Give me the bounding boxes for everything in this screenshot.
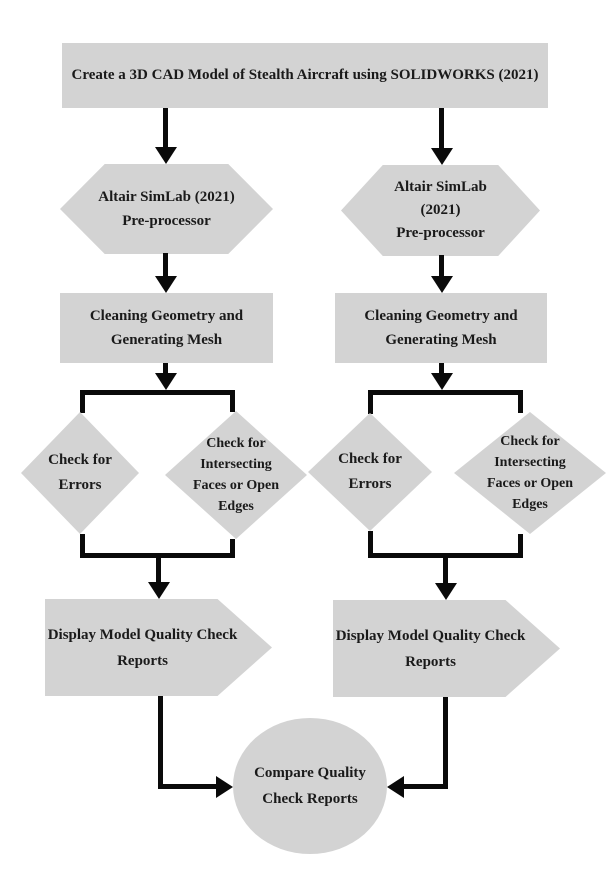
node-label-line: Check for — [500, 434, 560, 449]
node-label-line: Generating Mesh — [385, 332, 497, 348]
node-label-line: Check for — [338, 451, 402, 467]
node-label-line: Generating Mesh — [110, 332, 223, 348]
node-label-line: Display Model Quality Check — [47, 626, 238, 643]
connector-line — [368, 553, 523, 558]
connector-line — [518, 534, 523, 558]
node-check-errors-left: Check for Errors — [21, 412, 139, 534]
arrowhead-right-icon — [216, 776, 233, 798]
node-preprocessor-right: Altair SimLab (2021) Pre-processor — [341, 165, 540, 256]
connector-line — [163, 108, 168, 147]
node-compare-reports: Compare Quality Check Reports — [233, 718, 387, 854]
node-label-line: Compare Quality — [254, 765, 366, 781]
connector-line — [368, 531, 373, 558]
connector-line — [439, 363, 444, 374]
node-label-line: Edges — [218, 499, 254, 514]
arrowhead-left-icon — [387, 776, 404, 798]
node-label-line: Altair SimLab — [394, 179, 487, 195]
connector-line — [163, 363, 168, 374]
node-label-line: Reports — [117, 652, 168, 669]
arrowhead-down-icon — [431, 276, 453, 293]
connector-line — [156, 556, 161, 583]
node-check-faces-left: Check for Intersecting Faces or Open Edg… — [165, 411, 307, 539]
node-label-line: Intersecting — [494, 455, 566, 470]
node-mesh-right: Cleaning Geometry and Generating Mesh — [335, 293, 547, 363]
node-display-reports-left: Display Model Quality Check Reports — [45, 599, 272, 696]
node-label-line: Check for — [48, 452, 112, 468]
node-label-line: Reports — [405, 653, 456, 670]
node-label-line: Cleaning Geometry and — [364, 308, 518, 324]
connector-line — [368, 390, 523, 395]
arrowhead-down-icon — [155, 276, 177, 293]
node-preprocessor-left: Altair SimLab (2021) Pre-processor — [60, 164, 273, 254]
connector-line — [158, 784, 218, 789]
connector-line — [230, 390, 235, 412]
connector-line — [439, 255, 444, 276]
connector-line — [80, 390, 235, 395]
node-label-line: Check for — [206, 436, 266, 451]
connector-line — [518, 390, 523, 413]
connector-line — [80, 553, 235, 558]
node-label-line: Errors — [348, 476, 392, 492]
node-label-line: Create a 3D CAD Model of Stealth Aircraf… — [71, 67, 539, 83]
arrowhead-down-icon — [431, 373, 453, 390]
connector-line — [404, 784, 448, 789]
node-label-line: Pre-processor — [122, 213, 211, 229]
connector-line — [230, 539, 235, 558]
node-check-faces-right: Check for Intersecting Faces or Open Edg… — [454, 412, 606, 534]
arrowhead-down-icon — [148, 582, 170, 599]
connector-line — [80, 534, 85, 558]
node-display-reports-right: Display Model Quality Check Reports — [333, 600, 560, 697]
arrowhead-down-icon — [431, 148, 453, 165]
node-label-line: Display Model Quality Check — [335, 627, 526, 644]
connector-line — [80, 390, 85, 413]
node-mesh-left: Cleaning Geometry and Generating Mesh — [60, 293, 273, 363]
node-label-line: Faces or Open — [486, 476, 574, 491]
arrowhead-down-icon — [435, 583, 457, 600]
node-label-line: Edges — [512, 497, 548, 512]
node-label-line: Pre-processor — [396, 225, 485, 241]
node-label-line: Errors — [58, 477, 102, 493]
node-label-line: Check Reports — [262, 791, 358, 807]
connector-line — [158, 696, 163, 789]
connector-line — [443, 556, 448, 583]
node-create-cad-model: Create a 3D CAD Model of Stealth Aircraf… — [62, 43, 548, 108]
node-label-line: Intersecting — [200, 457, 272, 472]
node-check-errors-right: Check for Errors — [308, 413, 432, 531]
node-label-line: (2021) — [420, 202, 461, 218]
node-label-line: Cleaning Geometry and — [89, 308, 244, 324]
node-label-line: Faces or Open — [192, 478, 280, 493]
connector-line — [443, 697, 448, 789]
connector-line — [368, 390, 373, 414]
node-label-line: Altair SimLab (2021) — [98, 189, 235, 205]
connector-line — [439, 108, 444, 148]
arrowhead-down-icon — [155, 147, 177, 164]
arrowhead-down-icon — [155, 373, 177, 390]
connector-line — [163, 253, 168, 276]
